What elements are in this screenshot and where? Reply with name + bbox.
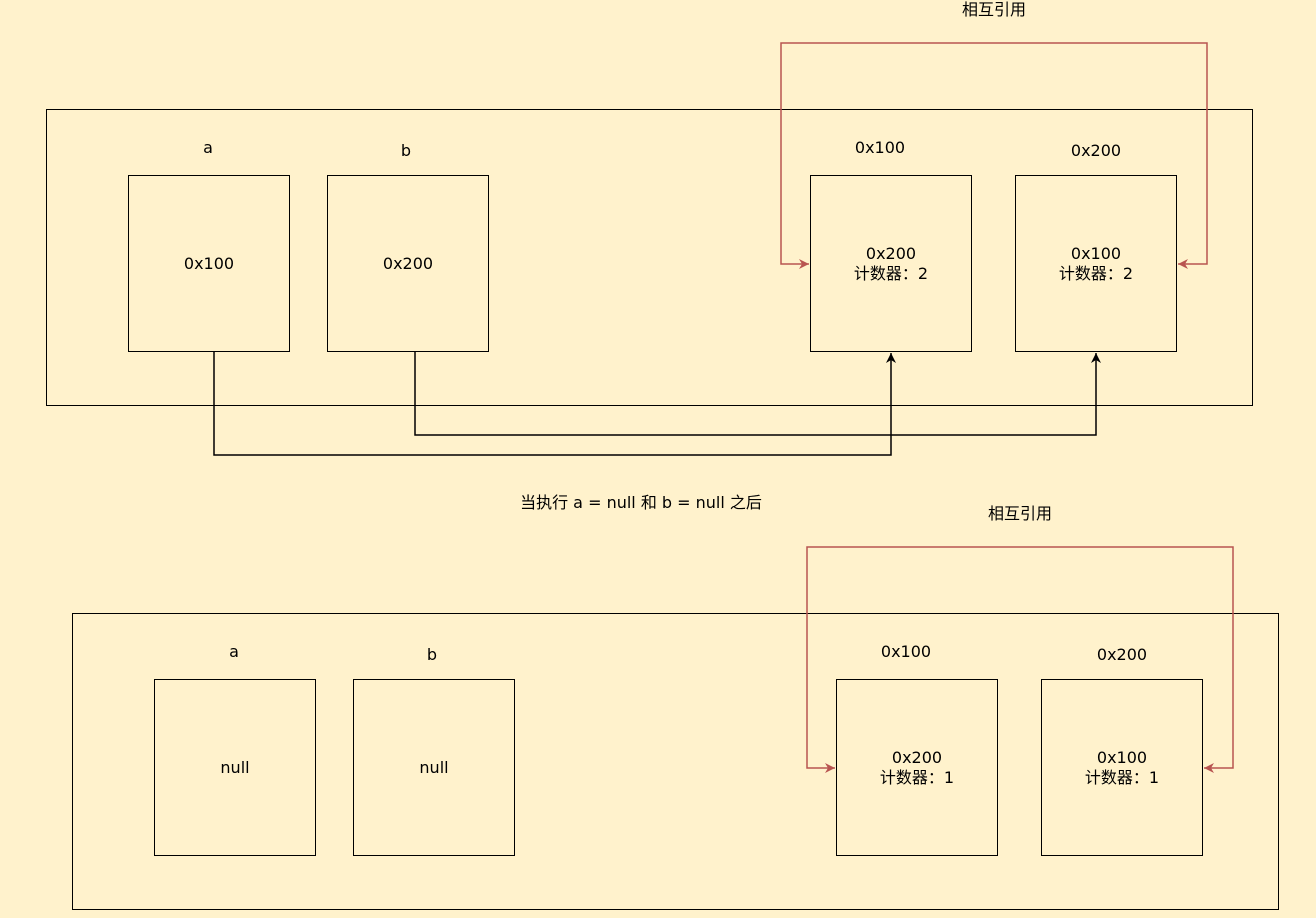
obj1-box-before: 0x200 计数器：2 — [810, 175, 972, 352]
mutual-ref-label-before: 相互引用 — [961, 0, 1027, 19]
var-a-box-before: 0x100 — [128, 175, 290, 352]
var-a-name-after: a — [229, 642, 239, 661]
obj2-counter: 计数器：2 — [1058, 263, 1134, 283]
mutual-ref-to-obj2-arrow-before — [996, 42, 1208, 269]
obj1-counter: 计数器：1 — [879, 767, 955, 787]
mutual-ref-to-obj1-arrow-after — [806, 546, 1022, 773]
var-b-box-before: 0x200 — [327, 175, 489, 352]
var-a-box-after: null — [154, 679, 316, 856]
var-a-value: 0x100 — [183, 253, 235, 273]
obj2-value: 0x100 — [1096, 747, 1148, 767]
memory-frame-before — [46, 109, 1253, 406]
var-b-value: null — [419, 757, 449, 777]
var-a-value: null — [220, 757, 250, 777]
mutual-ref-to-obj1-arrow-before — [780, 42, 996, 269]
obj1-address-before: 0x100 — [854, 138, 906, 157]
var-b-name-before: b — [400, 141, 412, 160]
ref-b-to-obj2-arrow — [414, 352, 1101, 436]
caption: 当执行 a = null 和 b = null 之后 — [520, 493, 762, 512]
mutual-ref-to-obj2-arrow-after — [1022, 546, 1234, 773]
obj2-address-after: 0x200 — [1096, 645, 1148, 664]
var-b-value: 0x200 — [382, 253, 434, 273]
var-a-name-before: a — [203, 138, 213, 157]
ref-a-to-obj1-arrow — [213, 352, 896, 456]
obj1-value: 0x200 — [865, 243, 917, 263]
var-b-box-after: null — [353, 679, 515, 856]
obj2-value: 0x100 — [1070, 243, 1122, 263]
obj2-box-after: 0x100 计数器：1 — [1041, 679, 1203, 856]
obj2-address-before: 0x200 — [1070, 141, 1122, 160]
obj1-address-after: 0x100 — [880, 642, 932, 661]
memory-frame-after — [72, 613, 1279, 910]
obj2-counter: 计数器：1 — [1084, 767, 1160, 787]
obj1-box-after: 0x200 计数器：1 — [836, 679, 998, 856]
obj1-value: 0x200 — [891, 747, 943, 767]
obj1-counter: 计数器：2 — [853, 263, 929, 283]
var-b-name-after: b — [426, 645, 438, 664]
obj2-box-before: 0x100 计数器：2 — [1015, 175, 1177, 352]
mutual-ref-label-after: 相互引用 — [987, 504, 1053, 523]
